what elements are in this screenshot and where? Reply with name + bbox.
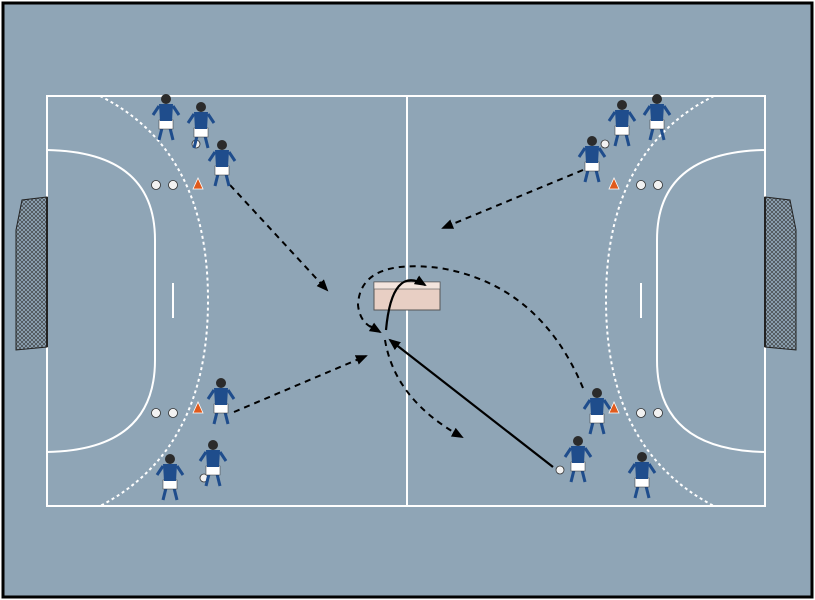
ball-icon: [151, 180, 161, 190]
ball-icon: [151, 408, 161, 418]
player-icon: [577, 136, 607, 183]
left-free-throw-line: [99, 95, 210, 507]
player-icon: [155, 454, 185, 501]
left-goal-icon: [15, 196, 48, 351]
player-icon: [642, 94, 672, 141]
left-goal-area-line: [46, 149, 156, 453]
balls: [151, 139, 663, 483]
arrow-top-right-run: [441, 169, 584, 229]
ball-icon: [653, 408, 663, 418]
player-icon: [151, 94, 181, 141]
ball-icon: [600, 139, 610, 149]
arrow-top-left-run: [229, 184, 329, 292]
player-icon: [186, 102, 216, 149]
cone-icon: [608, 177, 620, 190]
solid-arrows: [384, 275, 554, 468]
ball-icon: [653, 180, 663, 190]
arrow-center-down-run: [384, 339, 464, 438]
cone-icon: [608, 401, 620, 414]
player-icon: [206, 378, 236, 425]
cone-icon: [192, 177, 204, 190]
box-obstacle-icon: [373, 281, 441, 311]
ball-icon: [168, 180, 178, 190]
player-icon: [198, 440, 228, 487]
ball-icon: [168, 408, 178, 418]
arrow-pass: [388, 338, 554, 468]
right-goal-area-line: [656, 149, 766, 453]
right-goal-icon: [764, 196, 797, 351]
right-free-throw-line: [604, 95, 715, 507]
player-icon: [207, 140, 237, 187]
arrow-loop-head: [368, 322, 382, 334]
players: [151, 94, 672, 501]
arrow-loop-run: [356, 265, 584, 389]
player-icon: [563, 436, 593, 483]
cones: [192, 177, 620, 414]
dashed-arrows: [229, 169, 584, 438]
player-icon: [627, 452, 657, 499]
cone-icon: [192, 401, 204, 414]
free-throw-lines: [99, 95, 715, 507]
player-icon: [607, 100, 637, 147]
arrow-over-box: [384, 275, 427, 331]
player-icon: [582, 388, 612, 435]
ball-icon: [555, 465, 565, 475]
ball-icon: [636, 180, 646, 190]
ball-icon: [636, 408, 646, 418]
arrow-bottom-left-run: [233, 355, 368, 413]
